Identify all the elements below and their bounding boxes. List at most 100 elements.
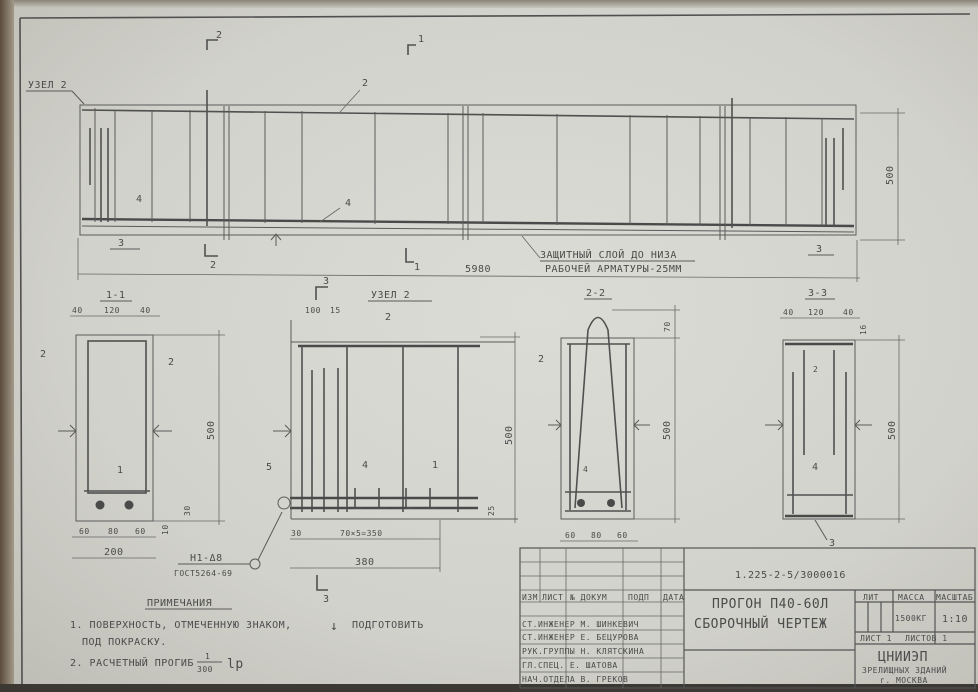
- mass-label: МАССА: [898, 593, 925, 602]
- dim-15: 15: [330, 306, 341, 315]
- part-label-3: 3: [118, 238, 125, 249]
- height-dim-500: 500: [504, 425, 515, 445]
- node-2-detail: 3 УЗЕЛ 2 100 15 2 5 4: [174, 276, 520, 605]
- length-dim-5980: 5980: [465, 264, 491, 275]
- lit-label: ЛИТ: [863, 593, 879, 602]
- dim-25: 25: [487, 505, 496, 516]
- weld-leader: [257, 511, 283, 561]
- sheet-frame-left: [19, 17, 23, 685]
- notes-heading: ПРИМЕЧАНИЯ: [147, 598, 212, 609]
- weld-standard: ГОСТ5264-69: [174, 569, 232, 578]
- part-label-4: 4: [583, 465, 588, 474]
- org-line2: ЗРЕЛИЩНЫХ ЗДАНИЙ: [862, 664, 947, 675]
- part-label-2: 2: [362, 78, 369, 89]
- dim-60: 60: [565, 531, 576, 540]
- section-outline: [75, 334, 154, 522]
- dim-40: 40: [72, 306, 83, 315]
- org-city: г. МОСКВА: [880, 676, 928, 685]
- document-code: 1.225-2-5/3000016: [735, 570, 846, 581]
- section-title: 3-3: [808, 288, 828, 299]
- part-label-2: 2: [538, 354, 545, 365]
- section-2-2: 2-2 2 4 70 500 60 80 60: [538, 288, 680, 542]
- sheet-label: ЛИСТ 1: [860, 634, 892, 643]
- weld-marker: [249, 558, 261, 570]
- note-2-text: 2. РАСЧЕТНЫЙ ПРОГИБ: [70, 656, 194, 669]
- signer-row: СТ.ИНЖЕНЕР Е. БЕЦУРОВА: [522, 633, 639, 642]
- dim-120: 120: [104, 306, 120, 315]
- rev-header-doc: № ДОКУМ: [569, 593, 607, 602]
- dim-120: 120: [808, 308, 824, 317]
- paint-mark-symbol-icon: ↓: [330, 619, 338, 634]
- part-label-4: 4: [345, 198, 352, 209]
- paint-arrow-icon: [273, 424, 292, 438]
- part-label-2: 2: [813, 365, 818, 374]
- leader: [814, 519, 828, 541]
- section-title: 2-2: [586, 288, 606, 299]
- part-label-2: 2: [385, 312, 392, 323]
- height-dim-500: 500: [885, 165, 896, 185]
- signer-row: НАЧ.ОТДЕЛА В. ГРЕКОВ: [522, 675, 628, 684]
- dim-40: 40: [843, 308, 854, 317]
- part-label-3: 3: [816, 244, 823, 255]
- part-label-1: 1: [432, 460, 439, 471]
- rev-header-izm: ИЗМ: [522, 593, 538, 602]
- sheet-frame-top: [19, 13, 971, 19]
- stirrups: [94, 108, 823, 226]
- revision-grid: [520, 548, 684, 688]
- weld-symbol: Н1-Δ8: [190, 553, 223, 564]
- drawing-title-line2: СБОРОЧНЫЙ ЧЕРТЕЖ: [694, 616, 827, 632]
- bar-anchors: [354, 488, 437, 509]
- rev-header-sign: ПОДП: [628, 593, 649, 602]
- part-label-4: 4: [136, 194, 143, 205]
- mass-value: 1500КГ: [895, 614, 927, 623]
- node-2-callout: УЗЕЛ 2: [28, 80, 67, 91]
- section-mark: [316, 575, 328, 591]
- part-label-2: 2: [168, 357, 175, 368]
- dim-80: 80: [108, 527, 119, 536]
- cover-dim-16: 16: [859, 324, 868, 335]
- rebar-dot: [124, 500, 134, 510]
- section-mark-2: 2: [210, 260, 217, 271]
- vertical-bars: [792, 350, 847, 514]
- end-bars: [89, 128, 844, 226]
- dim-350: 70×5=350: [340, 529, 383, 538]
- section-3-3: 3-3 40 120 40 2 4 3 16 500: [765, 288, 905, 549]
- part-label-4: 4: [362, 460, 369, 471]
- deflection-denominator: 300: [197, 665, 213, 674]
- title-block: ИЗМ ЛИСТ № ДОКУМ ПОДП ДАТА СТ.ИНЖЕНЕР М.…: [519, 547, 976, 689]
- deflection-suffix: lр: [227, 657, 244, 672]
- part-label-1: 1: [117, 465, 124, 476]
- dim-30: 30: [183, 505, 192, 516]
- beam-elevation: УЗЕЛ 2: [26, 30, 905, 282]
- paint-arrow-icon: [548, 419, 562, 431]
- rebar-dot: [607, 499, 615, 507]
- section-mark-3: 3: [323, 594, 330, 605]
- callout-leader: [71, 90, 85, 105]
- height-dim-500: 500: [887, 420, 898, 440]
- paint-arrow-icon: [633, 419, 650, 431]
- photo-edge-bottom: [0, 684, 978, 692]
- dim-60: 60: [135, 527, 146, 536]
- deflection-numerator: 1: [205, 652, 210, 661]
- section-outline: [782, 339, 856, 520]
- note-1-text-line2: ПОД ПОКРАСКУ.: [82, 637, 167, 648]
- dim-10: 10: [161, 524, 170, 535]
- sheets-label: ЛИСТОВ 1: [905, 634, 948, 643]
- rebar-dot: [577, 499, 585, 507]
- title-block-frame: [519, 547, 976, 689]
- section-1-1: 1-1 40 120 40 2 2 1 500 30 10 60 80 6: [40, 290, 225, 559]
- dim-30: 30: [291, 529, 302, 538]
- cover-note-line1: ЗАЩИТНЫЙ СЛОЙ ДО НИЗА: [540, 248, 677, 261]
- lifting-loops: [206, 90, 733, 228]
- dim-80: 80: [591, 531, 602, 540]
- length-dim-380: 380: [355, 557, 375, 568]
- dim-60: 60: [617, 531, 628, 540]
- paint-arrow-icon: [854, 419, 872, 431]
- section-mark: [315, 286, 328, 300]
- part-label-2: 2: [40, 349, 47, 360]
- notes: ПРИМЕЧАНИЯ 1. ПОВЕРХНОСТЬ, ОТМЕЧЕННУЮ ЗН…: [70, 598, 423, 674]
- section-mark-2: 2: [216, 30, 223, 41]
- dim-60: 60: [79, 527, 90, 536]
